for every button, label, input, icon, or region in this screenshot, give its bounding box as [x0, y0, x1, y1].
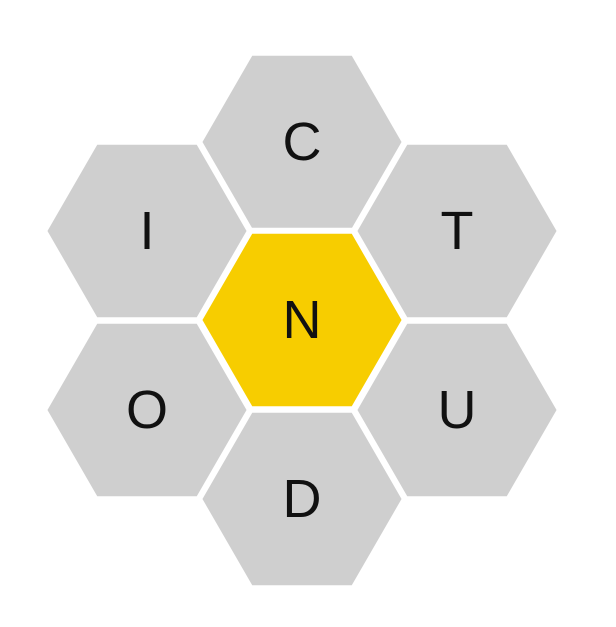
hex-center-shape	[196, 227, 408, 413]
